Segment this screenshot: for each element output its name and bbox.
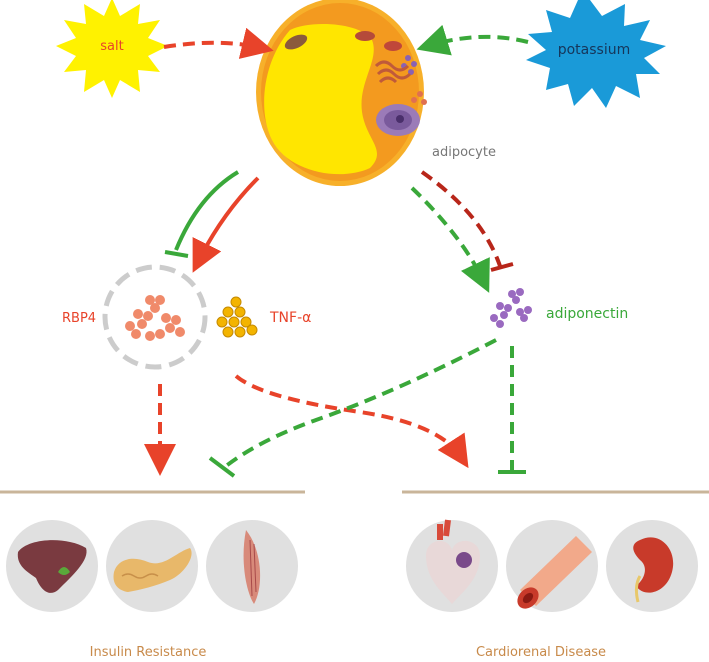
green-arrow-to-adiponectin [410,186,490,293]
red-inhibition-arrow-to-adiponectin [420,170,514,272]
muscle-icon [206,520,298,612]
blood-vessel-icon [506,520,598,612]
heart-icon [406,519,498,612]
adipocyte-cell [256,0,427,186]
pancreas-icon [106,520,198,612]
salt-label: salt [100,39,123,54]
organelle-mitochondria-icon [284,31,402,51]
potassium-burst: potassium [526,0,666,108]
organelle-golgi-icon [374,60,412,84]
kidney-icon [606,520,698,612]
red-arrow-to-rbp4 [192,176,260,273]
salt-to-adipocyte-arrow [163,27,274,59]
organelle-vesicles-icon [401,55,427,105]
adiponectin-label: adiponectin [546,306,628,322]
rbp4-cluster-outline [102,264,208,370]
green-inhibition-arrow-to-rbp4 [164,170,240,258]
nucleus-icon [376,104,420,136]
salt-burst: salt [56,0,168,98]
insulin-resistance-label: Insulin Resistance [90,645,207,660]
potassium-to-adipocyte-arrow [416,24,529,56]
adiponectin-inhibits-insulin-resistance-arrow [208,338,497,478]
tnf-alpha-cluster-icon [216,296,258,338]
adiponectin-cluster-icon [490,288,532,328]
rbp4-label: RBP4 [62,311,96,326]
potassium-label: potassium [558,42,631,58]
adipocyte-label: adipocyte [432,145,496,160]
liver-icon [6,520,98,612]
cardiorenal-disease-label: Cardiorenal Disease [476,645,606,660]
rbp4-cluster-icon [125,295,185,341]
adiponectin-inhibits-cardiorenal-arrow [498,346,526,474]
tnf-alpha-label: TNF-α [269,310,311,326]
rbp4-to-cardiorenal-arrow [234,374,469,469]
